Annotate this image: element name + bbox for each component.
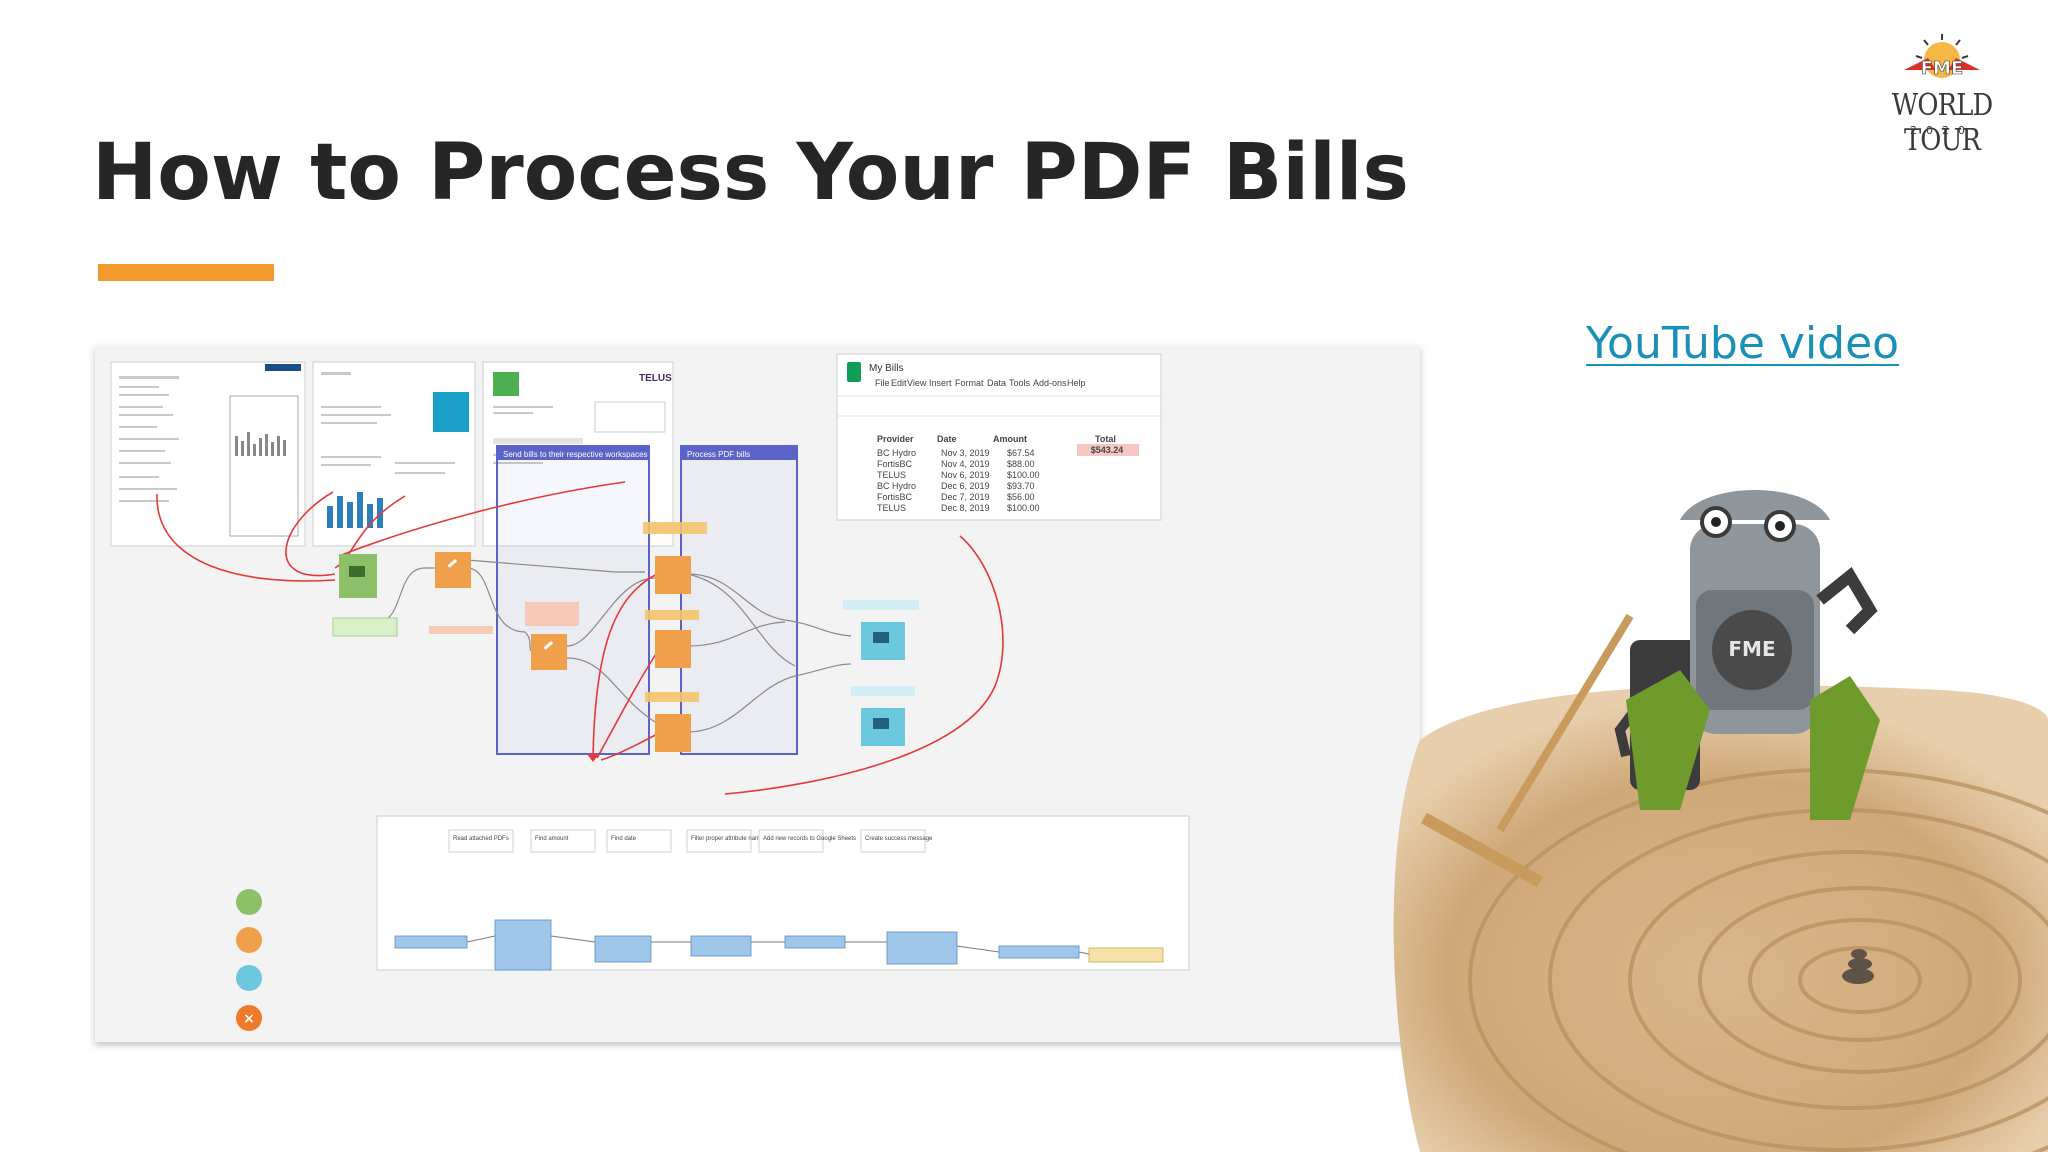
robot-mascot: FME bbox=[1614, 490, 1880, 820]
annotation-text: Find amount bbox=[535, 836, 569, 842]
annotation-box bbox=[448, 829, 514, 853]
workspace-connections bbox=[376, 559, 852, 733]
sheet-cell: BC Hydro bbox=[877, 481, 916, 491]
annotation-box bbox=[686, 829, 752, 853]
close-icon: × bbox=[243, 1011, 255, 1027]
svg-text:FME: FME bbox=[1728, 637, 1775, 661]
sheet-cell: Dec 6, 2019 bbox=[941, 481, 990, 491]
logo-text: WORLD TOUR bbox=[1891, 88, 1993, 158]
sheet-cell: $93.70 bbox=[1007, 481, 1035, 491]
sheet-header-cell: Total bbox=[1095, 434, 1116, 444]
slide-title: How to Process Your PDF Bills bbox=[92, 128, 1409, 218]
email-reader-node bbox=[332, 554, 398, 637]
orange-transformers bbox=[435, 552, 691, 752]
bookmark-send-bills: Send bills to their respective workspace… bbox=[496, 445, 650, 755]
annotation-text: Create success message bbox=[865, 836, 933, 842]
bill-thumbnail-2 bbox=[312, 361, 476, 547]
google-sheet-window: My Bills File Edit View Insert Format Da… bbox=[836, 353, 1162, 521]
annotation-text: Find date bbox=[611, 836, 637, 842]
world-tour-logo: FME WORLD TOUR 2020 bbox=[1862, 30, 2022, 158]
fme-emblem-icon: FME bbox=[1904, 34, 1980, 79]
annotation-box bbox=[530, 829, 596, 853]
sheet-header-cell: Amount bbox=[993, 434, 1027, 444]
annotation-box bbox=[758, 829, 824, 853]
bookmark-label-send: Send bills to their respective workspace… bbox=[503, 450, 648, 459]
sheet-cell: Nov 6, 2019 bbox=[941, 470, 990, 480]
sheet-cell: Nov 3, 2019 bbox=[941, 448, 990, 458]
annotation-text: Add new records to Google Sheets bbox=[763, 836, 856, 842]
sheet-cell: TELUS bbox=[877, 470, 906, 480]
email-sender-node-2 bbox=[851, 686, 915, 746]
sheet-header-cell: Provider bbox=[877, 434, 914, 444]
annotation-box bbox=[860, 829, 926, 853]
title-accent-bar bbox=[98, 264, 274, 281]
annotation-text: Read attached PDFs bbox=[453, 836, 509, 842]
sheet-total-value: $543.24 bbox=[1091, 445, 1124, 455]
sheet-menu-help: Help bbox=[1067, 378, 1086, 388]
sheet-cell: Dec 7, 2019 bbox=[941, 492, 990, 502]
sheet-title: My Bills bbox=[869, 363, 903, 374]
bill-logo-text: TELUS bbox=[639, 373, 672, 384]
sheet-menu-insert: Insert bbox=[929, 378, 952, 388]
zen-garden-robot-illustration: FME bbox=[1393, 490, 2048, 1152]
custom-transformer-panel: Read attached PDFs Find amount Find date Fi… bbox=[376, 815, 1190, 971]
sheet-menu-addons: Add-ons bbox=[1033, 378, 1067, 388]
bill-thumbnail-1 bbox=[110, 361, 306, 547]
sheet-header-cell: Date bbox=[937, 434, 957, 444]
email-sender-node-1 bbox=[843, 600, 919, 660]
logo-year: 2020 bbox=[1910, 124, 1974, 137]
sheet-menu-view: View bbox=[907, 378, 927, 388]
bookmark-process-pdf: Process PDF bills bbox=[680, 445, 798, 755]
sheet-cell: $100.00 bbox=[1007, 503, 1040, 513]
red-arrows bbox=[156, 481, 1004, 795]
sheet-cell: $100.00 bbox=[1007, 470, 1040, 480]
sheet-menu-tools: Tools bbox=[1009, 378, 1031, 388]
sheet-menu-format: Format bbox=[955, 378, 984, 388]
sheet-cell: $56.00 bbox=[1007, 492, 1035, 502]
sheet-cell: FortisBC bbox=[877, 459, 913, 469]
canvas-tool-buttons: × bbox=[236, 889, 262, 1031]
sheet-cell: Dec 8, 2019 bbox=[941, 503, 990, 513]
sheet-menu-edit: Edit bbox=[891, 378, 907, 388]
sheet-menu-data: Data bbox=[987, 378, 1006, 388]
sheet-cell: $88.00 bbox=[1007, 459, 1035, 469]
sheet-cell: FortisBC bbox=[877, 492, 913, 502]
annotation-text: Filter proper attribute names bbox=[691, 836, 766, 842]
youtube-video-link[interactable]: YouTube video bbox=[1586, 318, 1900, 369]
sheet-menu-file: File bbox=[875, 378, 890, 388]
svg-text:FME: FME bbox=[1921, 58, 1964, 79]
workspace-screenshot: TELUS My Bills File Edit View Insert For… bbox=[95, 346, 1420, 1042]
sheet-cell: Nov 4, 2019 bbox=[941, 459, 990, 469]
bookmark-label-process: Process PDF bills bbox=[687, 450, 750, 459]
annotation-box bbox=[606, 829, 672, 853]
sheet-cell: BC Hydro bbox=[877, 448, 916, 458]
sheet-cell: TELUS bbox=[877, 503, 906, 513]
sheet-cell: $67.54 bbox=[1007, 448, 1035, 458]
